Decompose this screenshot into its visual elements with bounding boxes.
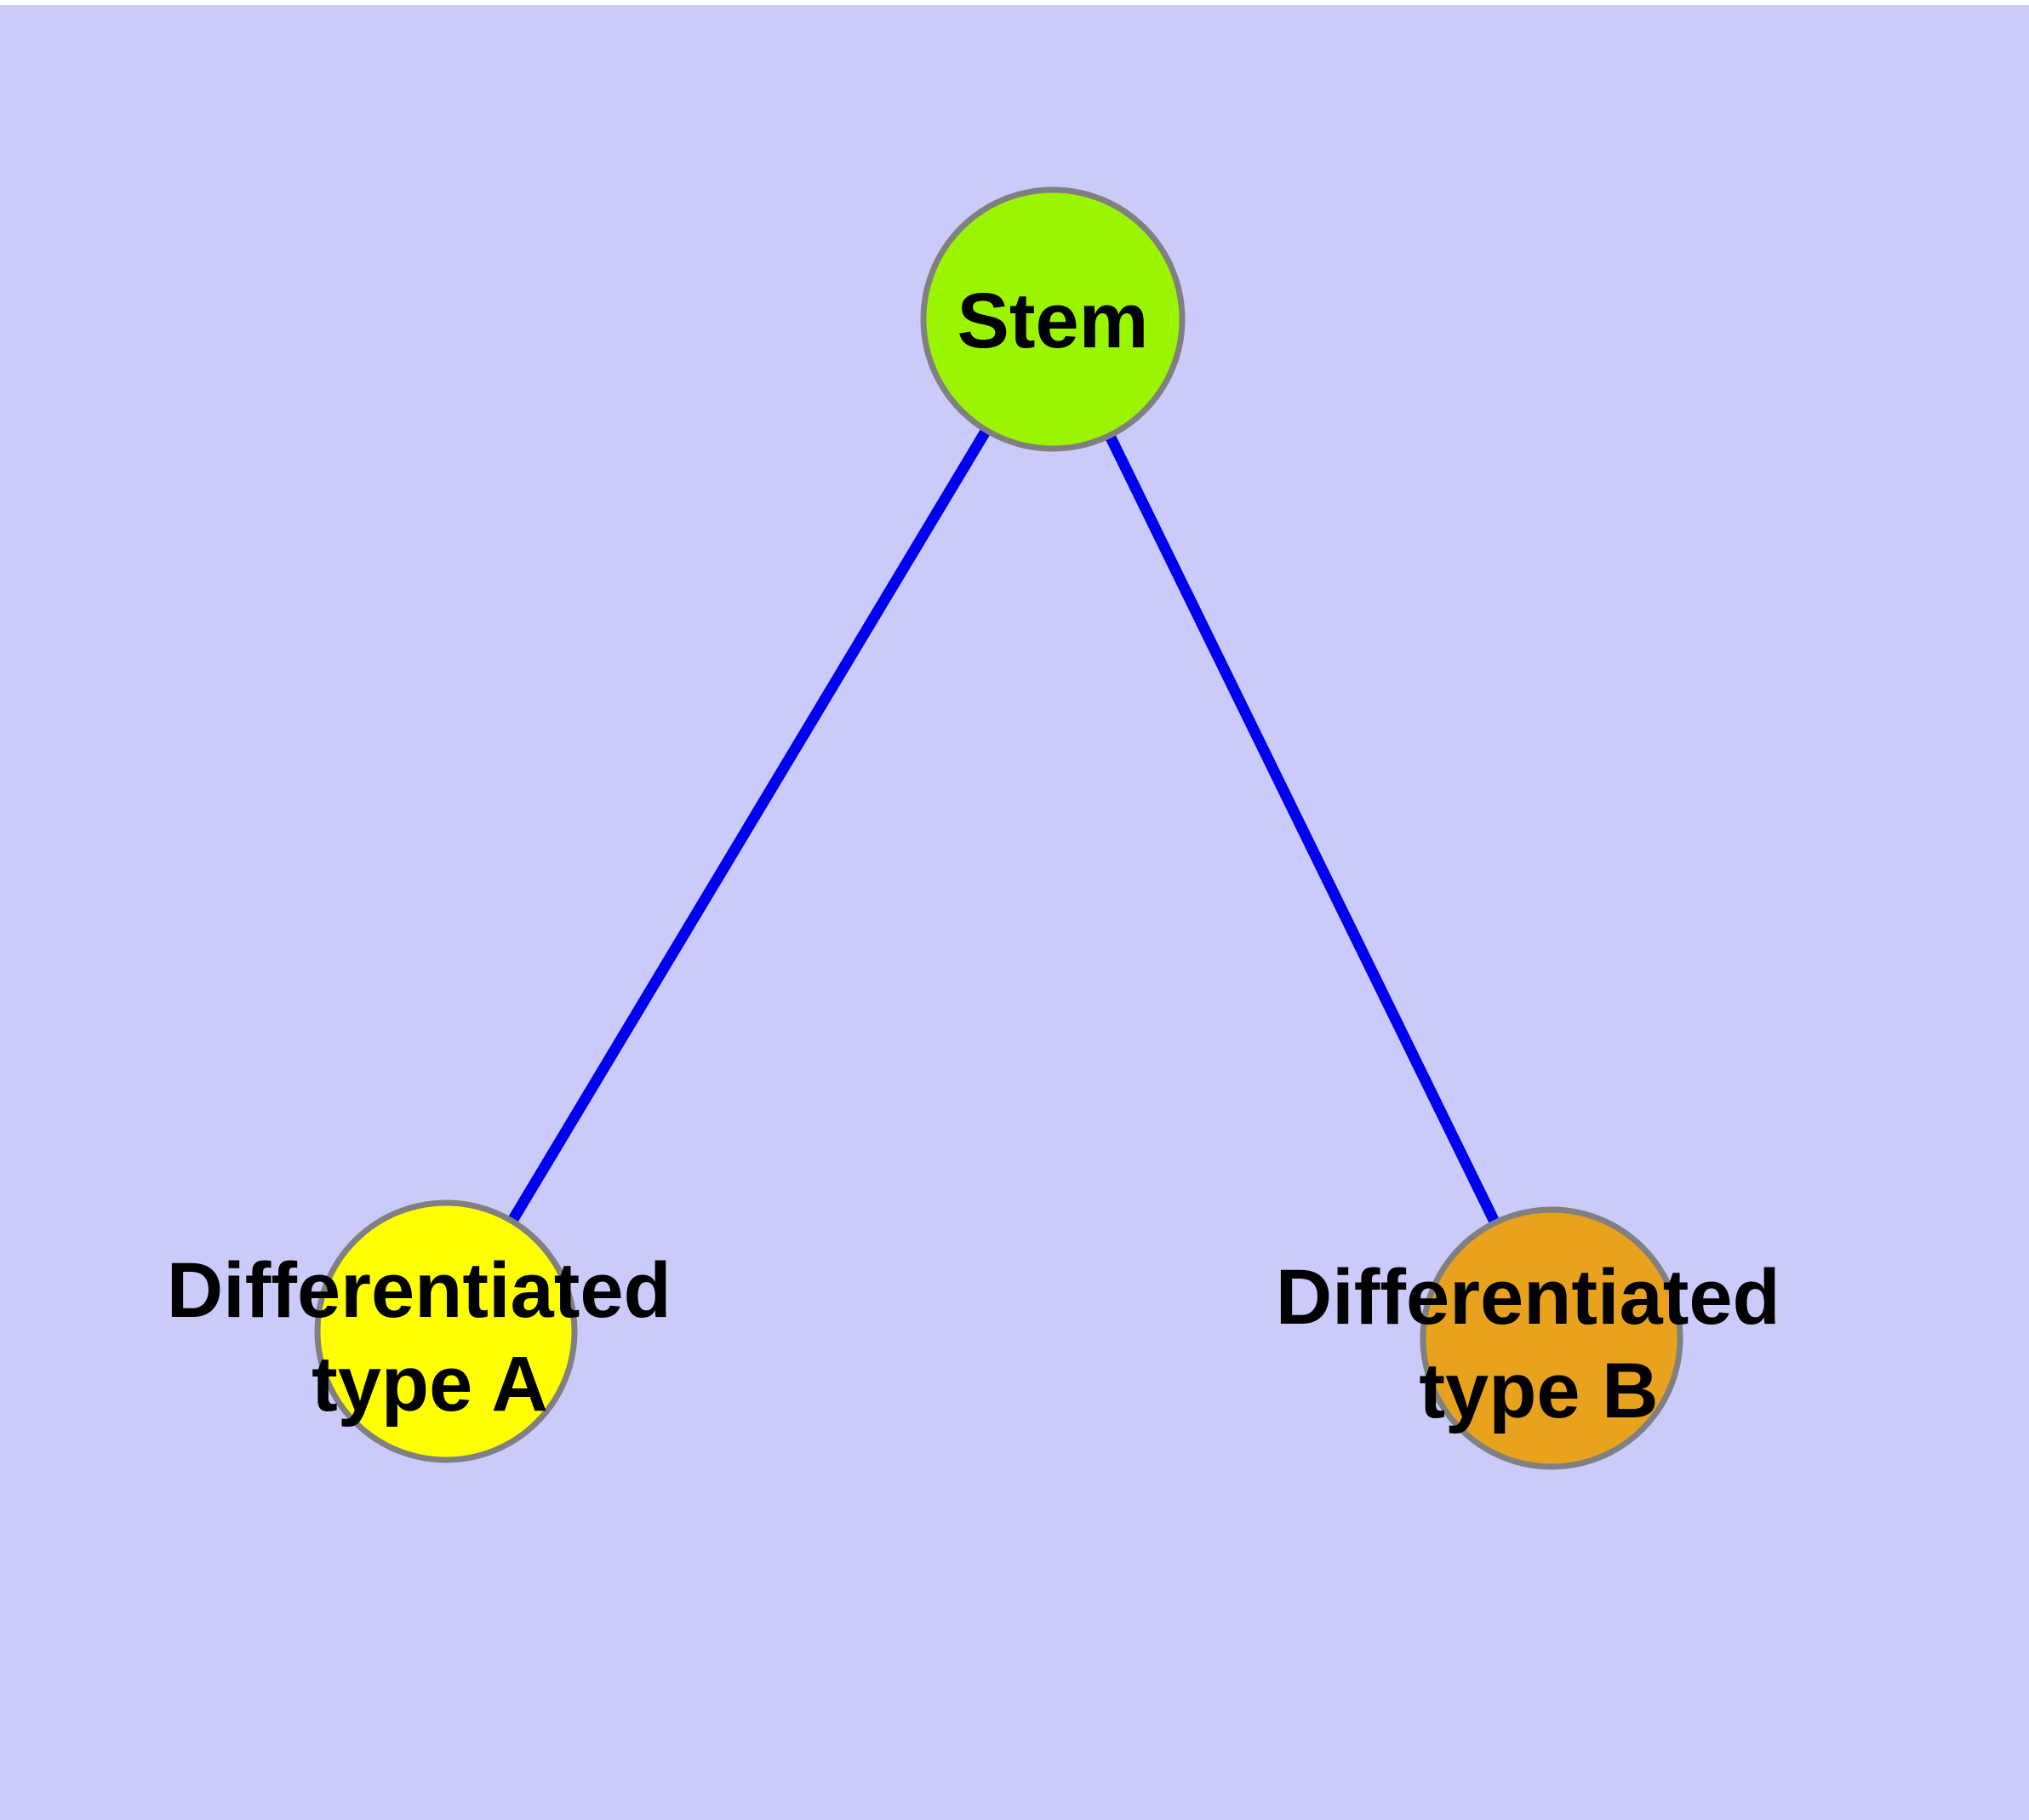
edge-stem-to-type-b [1048,317,1557,1341]
node-stem-circle [920,186,1186,452]
node-type-a-circle [314,1199,578,1463]
edge-stem-to-type-a [441,316,1058,1335]
node-stem-label: Stem [957,278,1149,364]
node-type-b-circle [1420,1206,1683,1470]
node-type-a-label: Differentiated type A [167,1247,694,1428]
node-type-b-label-line1: Differentiated [1276,1254,1780,1341]
node-type-b-label: Differentiated type B [1276,1254,1803,1434]
node-type-a-label-line1: Differentiated [167,1247,672,1334]
node-type-a-label-line2: type A [311,1341,548,1428]
node-type-b-label-line2: type B [1419,1348,1658,1434]
